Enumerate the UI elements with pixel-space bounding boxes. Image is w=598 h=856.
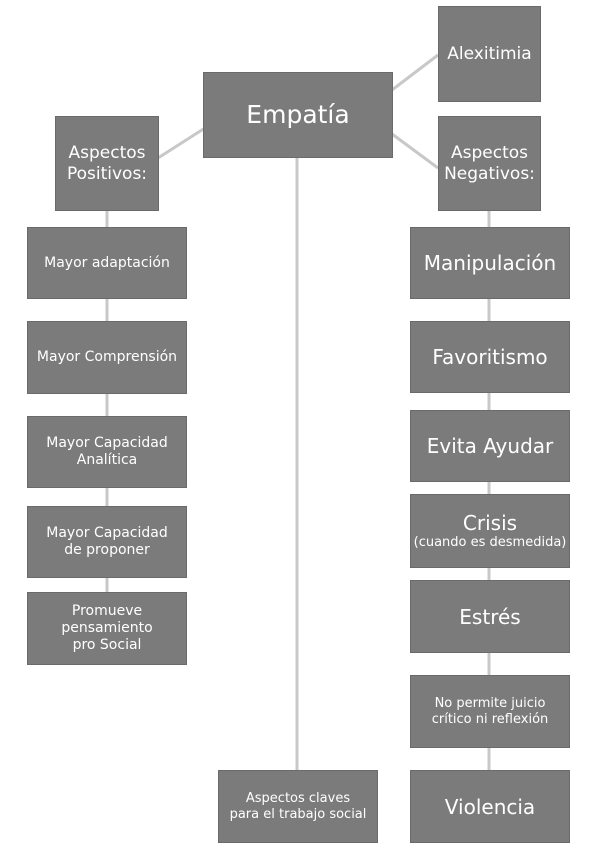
negative-item-estres: Estrés: [410, 580, 570, 653]
negative-item-text: Estrés: [459, 604, 521, 629]
connector-root-positive: [157, 126, 206, 160]
connector-root-negative: [391, 132, 439, 170]
negative-item-text: Violencia: [444, 794, 536, 819]
positive-item-text: de proponer: [64, 542, 150, 558]
negative-item-text: Evita Ayudar: [426, 434, 554, 458]
positive-item-text: Mayor adaptación: [44, 254, 170, 271]
negative-item-manipulacion: Manipulación: [410, 227, 570, 299]
positive-item-adaptacion: Mayor adaptación: [27, 227, 187, 299]
positive-item-text: pro Social: [72, 636, 142, 653]
claves-node: Aspectos claves para el trabajo social: [218, 770, 378, 843]
negative-heading-line1: Aspectos: [450, 143, 528, 164]
claves-line1: Aspectos claves: [245, 790, 351, 806]
positive-item-text: pensamiento: [61, 620, 153, 637]
positive-item-capacidad-proponer: Mayor Capacidad de proponer: [27, 506, 187, 578]
positive-item-capacidad-analitica: Mayor Capacidad Analítica: [27, 416, 187, 488]
negative-item-text: Manipulación: [423, 251, 557, 275]
positive-heading-line2: Positivos:: [66, 163, 148, 184]
claves-line2: para el trabajo social: [229, 806, 367, 822]
positive-item-text: Promueve: [71, 603, 143, 620]
negative-heading-line2: Negativos:: [444, 163, 535, 184]
negative-item-crisis: Crisis (cuando es desmedida): [410, 494, 570, 568]
positive-item-text: Mayor Capacidad: [46, 435, 168, 452]
negative-item-text: No permite juicio: [434, 695, 546, 711]
negative-item-violencia: Violencia: [410, 770, 570, 843]
positive-item-pensamiento-prosocial: Promueve pensamiento pro Social: [27, 592, 187, 665]
negative-item-text: Favoritismo: [432, 345, 548, 369]
positive-item-comprension: Mayor Comprensión: [27, 321, 187, 394]
positive-item-text: Analítica: [76, 452, 138, 468]
alexitimia-node: Alexitimia: [438, 6, 541, 102]
root-label: Empatía: [246, 100, 350, 129]
negative-heading-node: Aspectos Negativos:: [438, 116, 541, 211]
positive-heading-line1: Aspectos: [68, 143, 146, 164]
negative-item-text: crítico ni reflexión: [431, 711, 549, 727]
negative-item-text: Crisis: [462, 511, 518, 536]
alexitimia-label: Alexitimia: [447, 43, 532, 64]
positive-item-text: Mayor Capacidad: [46, 525, 168, 542]
negative-item-favoritismo: Favoritismo: [410, 321, 570, 393]
positive-item-text: Mayor Comprensión: [36, 349, 178, 366]
negative-item-juicio-critico: No permite juicio crítico ni reflexión: [410, 675, 570, 748]
negative-item-note: (cuando es desmedida): [413, 535, 567, 551]
negative-item-evita-ayudar: Evita Ayudar: [410, 410, 570, 482]
positive-heading-node: Aspectos Positivos:: [55, 116, 159, 211]
root-node-empatia: Empatía: [203, 72, 393, 158]
connector-root-alexitimia: [391, 53, 439, 92]
